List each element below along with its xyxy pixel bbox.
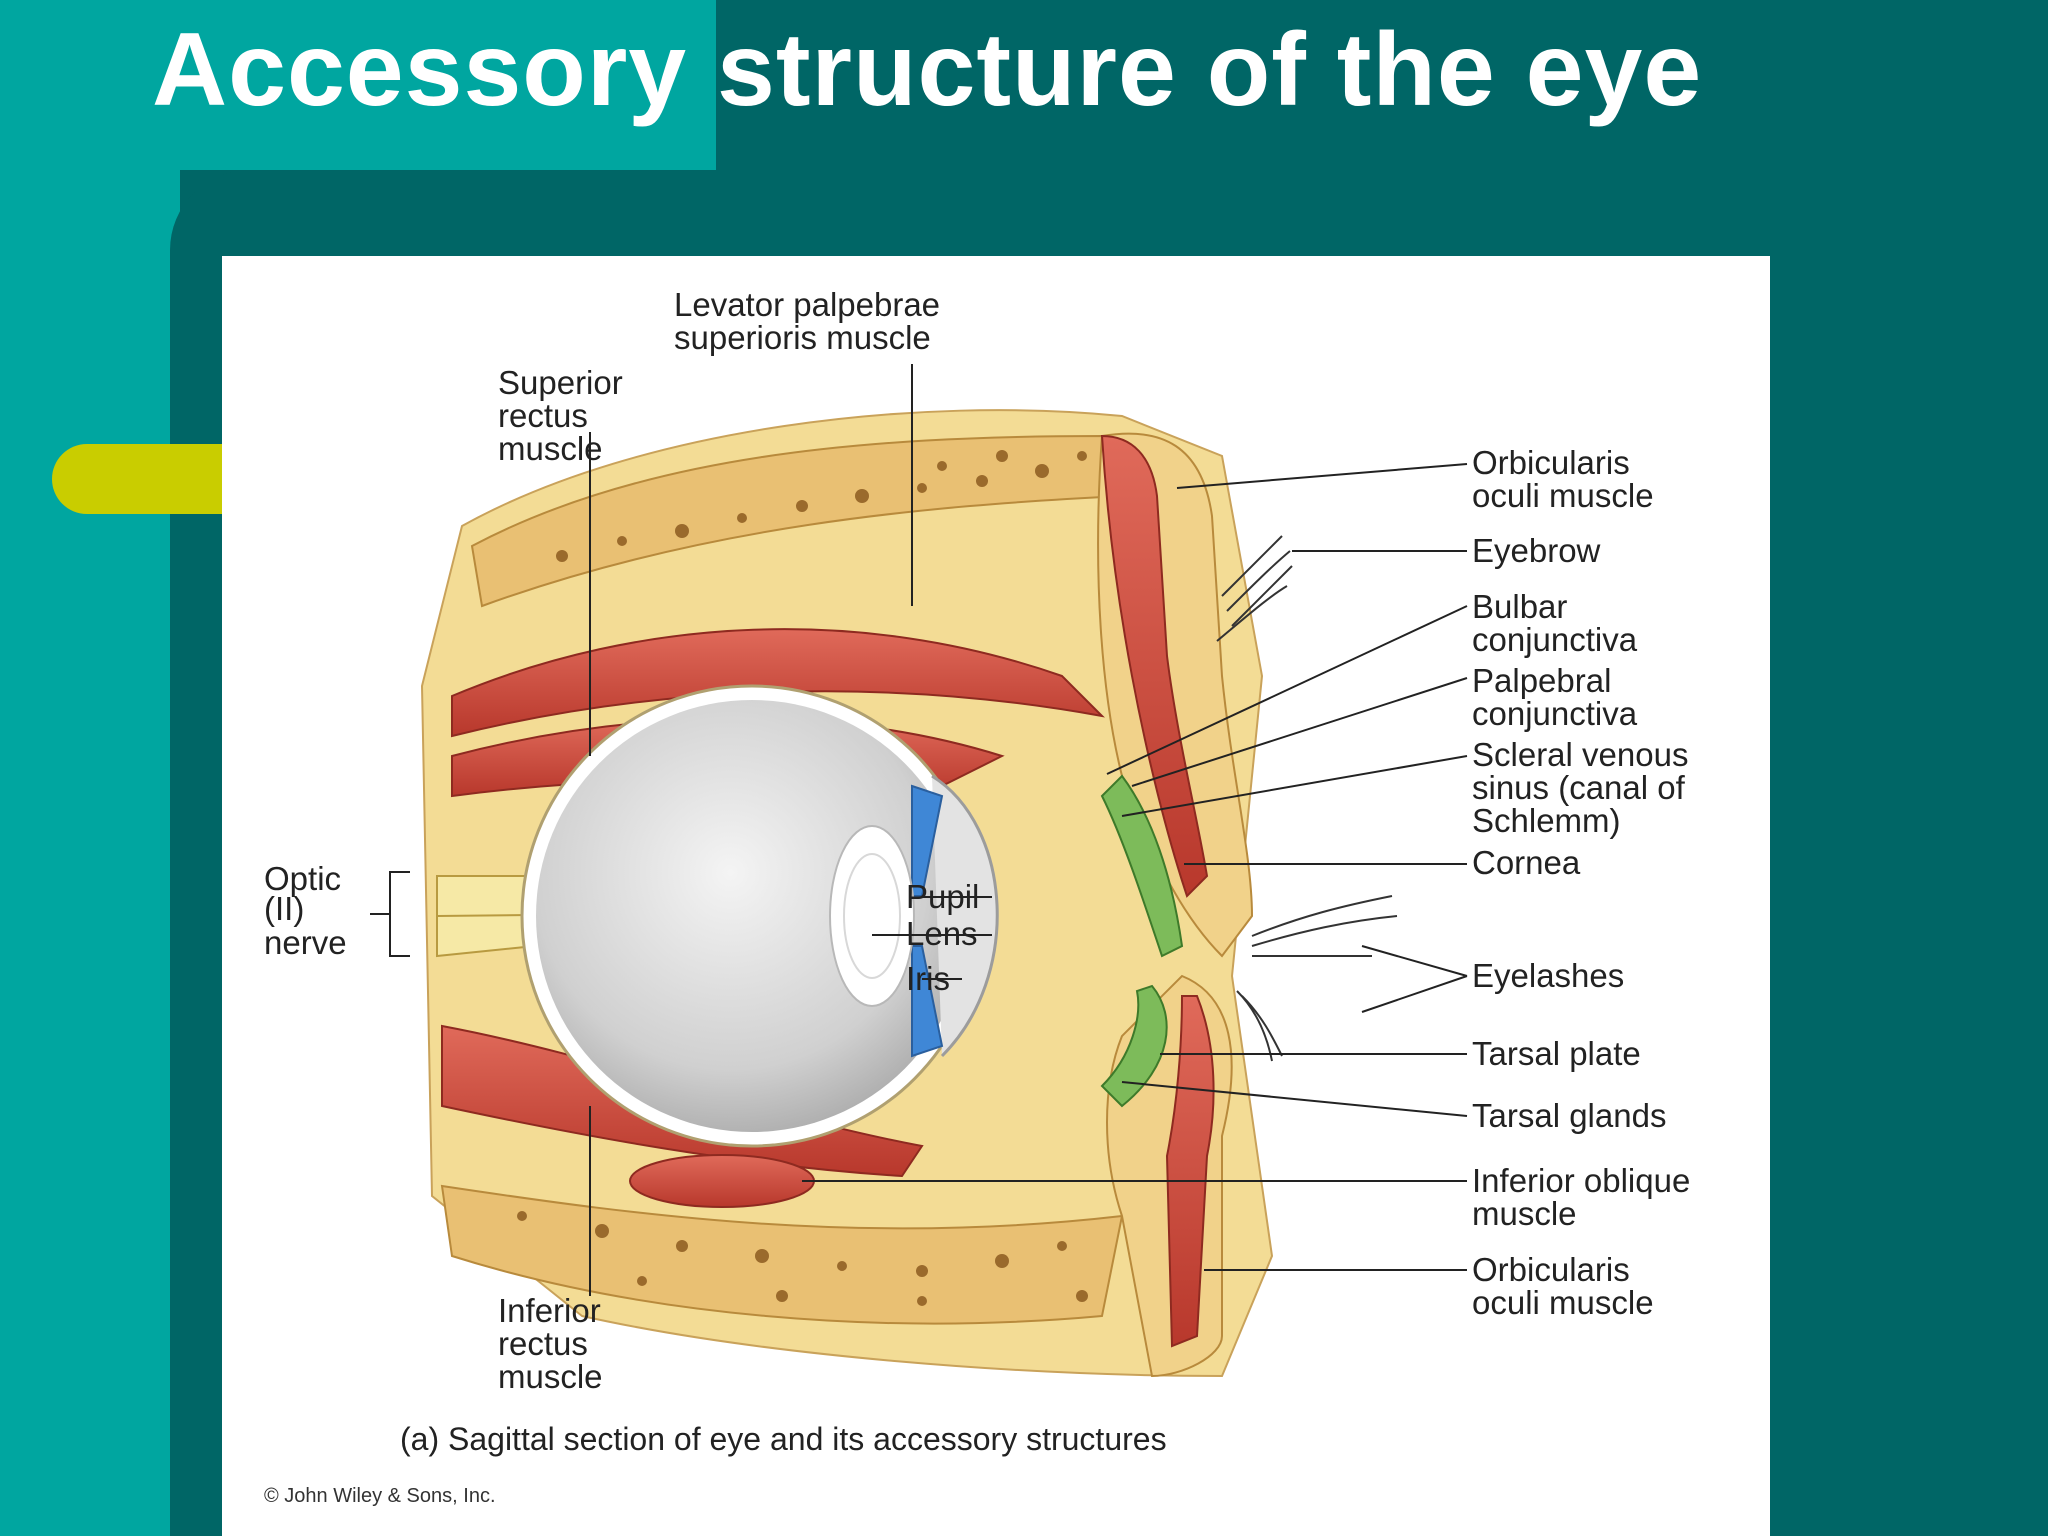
label-palpebral-conjunctiva: Palpebral conjunctiva	[1472, 662, 1638, 732]
figure-caption: (a) Sagittal section of eye and its acce…	[400, 1421, 1167, 1457]
eyeball-interior	[536, 700, 968, 1132]
label-bulbar-conjunctiva: Bulbar conjunctiva	[1472, 588, 1638, 658]
leader-lines	[370, 364, 1468, 1296]
lower-tarsal-plate	[1100, 984, 1168, 1108]
eyebrow-hairs	[1216, 535, 1293, 642]
label-superior-rectus: Superior rectus muscle	[498, 364, 632, 467]
lens-inner-ring	[843, 853, 901, 979]
label-orbicularis-lower: Orbicularis oculi muscle	[1472, 1251, 1654, 1321]
label-pupil: Pupil	[906, 878, 979, 915]
label-inferior-rectus: Inferior rectus muscle	[498, 1292, 610, 1395]
eyelash-hairs	[1236, 895, 1398, 1062]
upper-bone-texture	[556, 450, 1087, 562]
label-eyelashes: Eyelashes	[1472, 957, 1624, 994]
eye-diagram: Levator palpebrae superioris muscle Supe…	[264, 286, 1699, 1507]
label-inferior-oblique: Inferior oblique muscle	[1472, 1162, 1699, 1232]
lower-bone-texture	[517, 1211, 1088, 1306]
copyright-notice: © John Wiley & Sons, Inc.	[264, 1485, 496, 1507]
label-iris: Iris	[906, 960, 950, 997]
lens-shape	[829, 825, 915, 1007]
levator-palpebrae-muscle	[451, 628, 1105, 738]
label-tarsal-plate: Tarsal plate	[1472, 1035, 1641, 1072]
label-tarsal-glands: Tarsal glands	[1472, 1097, 1666, 1134]
label-optic-nerve: Optic (II) nerve	[264, 860, 350, 961]
label-eyebrow: Eyebrow	[1472, 532, 1601, 569]
label-levator-palpebrae: Levator palpebrae superioris muscle	[674, 286, 949, 356]
orbicularis-oculi-upper	[1100, 434, 1209, 898]
label-orbicularis-upper: Orbicularis oculi muscle	[1472, 444, 1654, 514]
upper-tarsal-plate	[1100, 774, 1184, 958]
accent-pill	[52, 444, 232, 514]
figure-panel: Levator palpebrae superioris muscle Supe…	[222, 256, 1770, 1536]
label-cornea: Cornea	[1472, 844, 1581, 881]
orbicularis-oculi-lower	[1165, 995, 1215, 1348]
lower-orbital-bone	[440, 1184, 1124, 1325]
background-title-block	[0, 0, 716, 170]
inferior-oblique-muscle	[629, 1154, 815, 1208]
slide-title: Accessory structure of the eye	[152, 12, 1703, 128]
label-lens: Lens	[906, 915, 978, 952]
label-scleral-venous-sinus: Scleral venous sinus (canal of Schlemm)	[1472, 736, 1698, 839]
cornea-shape	[931, 774, 999, 1058]
background-left-band	[0, 0, 180, 1536]
